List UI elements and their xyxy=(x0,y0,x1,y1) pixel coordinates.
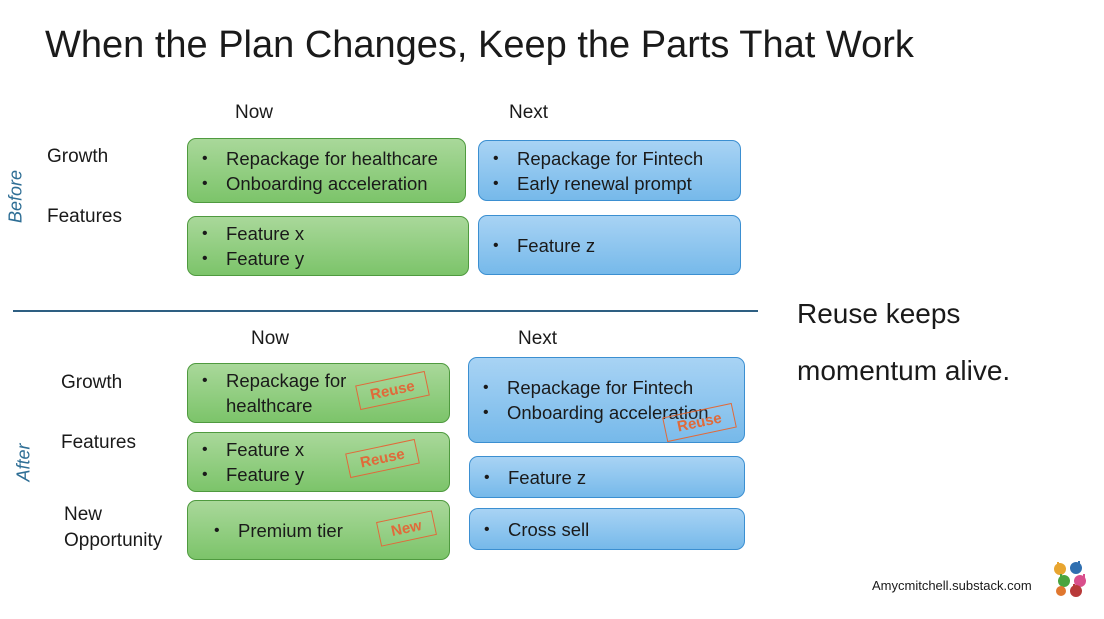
before-row-growth: Growth xyxy=(47,146,109,167)
row-label-line: Opportunity xyxy=(64,530,163,551)
after-growth-now-box: Repackage for healthcare xyxy=(187,363,450,423)
list-item: Feature y xyxy=(200,462,439,487)
after-row-growth: Growth xyxy=(61,372,123,393)
list-item: Repackage for Fintech xyxy=(481,375,734,400)
list-item: Early renewal prompt xyxy=(491,171,730,196)
before-features-now-box: Feature x Feature y xyxy=(187,216,469,276)
after-col-next: Next xyxy=(518,328,558,349)
before-col-next: Next xyxy=(509,102,549,123)
row-label-line: New xyxy=(64,504,103,525)
after-side-label: After xyxy=(13,443,34,482)
list-item: Repackage for healthcare xyxy=(200,368,350,418)
list-item: Onboarding acceleration xyxy=(200,171,455,196)
section-divider xyxy=(13,310,758,312)
after-col-now: Now xyxy=(251,328,290,349)
before-growth-next-box: Repackage for Fintech Early renewal prom… xyxy=(478,140,741,201)
colorful-hands-logo-icon xyxy=(1052,560,1089,598)
before-side-label: Before xyxy=(5,169,26,224)
footer-url: Amycmitchell.substack.com xyxy=(872,578,1032,593)
after-growth-next-box: Repackage for Fintech Onboarding acceler… xyxy=(468,357,745,443)
list-item: Feature x xyxy=(200,221,458,246)
list-item: Feature z xyxy=(482,465,734,490)
list-item: Cross sell xyxy=(482,517,734,542)
list-item: Premium tier xyxy=(212,518,439,543)
list-item: Repackage for healthcare xyxy=(200,146,455,171)
list-item: Onboarding acceleration xyxy=(481,400,734,425)
tagline-line-2: momentum alive. xyxy=(797,355,1011,386)
list-item: Feature y xyxy=(200,246,458,271)
list-item: Repackage for Fintech xyxy=(491,146,730,171)
slide-title: When the Plan Changes, Keep the Parts Th… xyxy=(45,24,914,66)
after-features-now-box: Feature x Feature y xyxy=(187,432,450,492)
tagline-line-1: Reuse keeps xyxy=(797,298,961,329)
after-new-now-box: Premium tier xyxy=(187,500,450,560)
after-row-new-opportunity: New Opportunity xyxy=(64,502,162,554)
after-new-next-box: Cross sell xyxy=(469,508,745,550)
after-features-next-box: Feature z xyxy=(469,456,745,498)
before-row-features: Features xyxy=(47,206,122,227)
before-features-next-box: Feature z xyxy=(478,215,741,275)
after-row-features: Features xyxy=(61,432,136,453)
list-item: Feature x xyxy=(200,437,439,462)
list-item: Feature z xyxy=(491,233,730,258)
before-col-now: Now xyxy=(235,102,274,123)
before-growth-now-box: Repackage for healthcare Onboarding acce… xyxy=(187,138,466,203)
